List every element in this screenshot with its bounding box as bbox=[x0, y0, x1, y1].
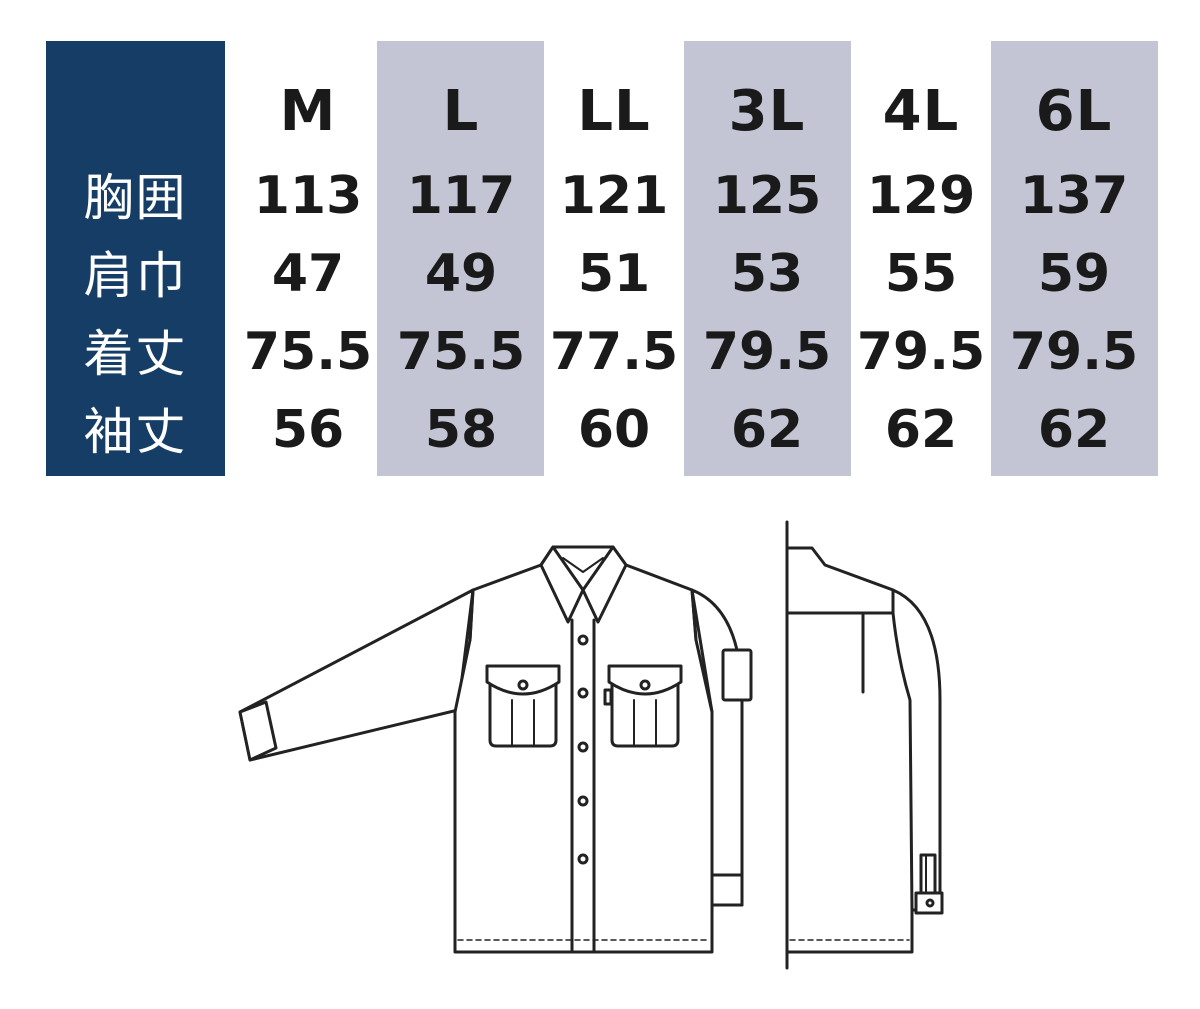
column-shade-l bbox=[377, 41, 544, 476]
table-cell: 75.5 bbox=[396, 322, 526, 382]
column-shade-6l bbox=[991, 41, 1158, 476]
table-cell: 51 bbox=[577, 244, 651, 304]
row-label-panel bbox=[46, 41, 225, 476]
row-label-shoulder: 肩巾 bbox=[83, 247, 188, 305]
row-label-sleeve: 袖丈 bbox=[83, 403, 188, 461]
size-header-m: M bbox=[279, 79, 337, 144]
table-cell: 77.5 bbox=[549, 322, 679, 382]
table-cell: 125 bbox=[712, 166, 822, 226]
table-cell: 47 bbox=[271, 244, 345, 304]
table-cell: 129 bbox=[866, 166, 976, 226]
table-cell: 62 bbox=[730, 400, 804, 460]
size-header-3l: 3L bbox=[728, 79, 806, 144]
table-cell: 55 bbox=[884, 244, 958, 304]
table-cell: 62 bbox=[1037, 400, 1111, 460]
row-label-chest: 胸囲 bbox=[83, 169, 188, 227]
shirt-side-icon bbox=[785, 520, 944, 970]
table-cell: 117 bbox=[406, 166, 516, 226]
table-cell: 49 bbox=[424, 244, 498, 304]
row-label-length: 着丈 bbox=[83, 325, 188, 383]
table-cell: 56 bbox=[271, 400, 345, 460]
shirt-front-icon bbox=[238, 545, 753, 954]
column-shade-3l bbox=[684, 41, 851, 476]
table-cell: 113 bbox=[253, 166, 363, 226]
table-cell: 121 bbox=[559, 166, 669, 226]
table-cell: 79.5 bbox=[1009, 322, 1139, 382]
size-header-4l: 4L bbox=[882, 79, 960, 144]
table-cell: 60 bbox=[577, 400, 651, 460]
table-cell: 79.5 bbox=[856, 322, 986, 382]
table-cell: 62 bbox=[884, 400, 958, 460]
table-cell: 58 bbox=[424, 400, 498, 460]
size-header-6l: 6L bbox=[1035, 79, 1113, 144]
table-cell: 75.5 bbox=[243, 322, 373, 382]
table-cell: 137 bbox=[1019, 166, 1129, 226]
table-cell: 59 bbox=[1037, 244, 1111, 304]
table-cell: 53 bbox=[730, 244, 804, 304]
table-cell: 79.5 bbox=[702, 322, 832, 382]
size-header-l: L bbox=[442, 79, 480, 144]
size-header-ll: LL bbox=[577, 79, 651, 144]
